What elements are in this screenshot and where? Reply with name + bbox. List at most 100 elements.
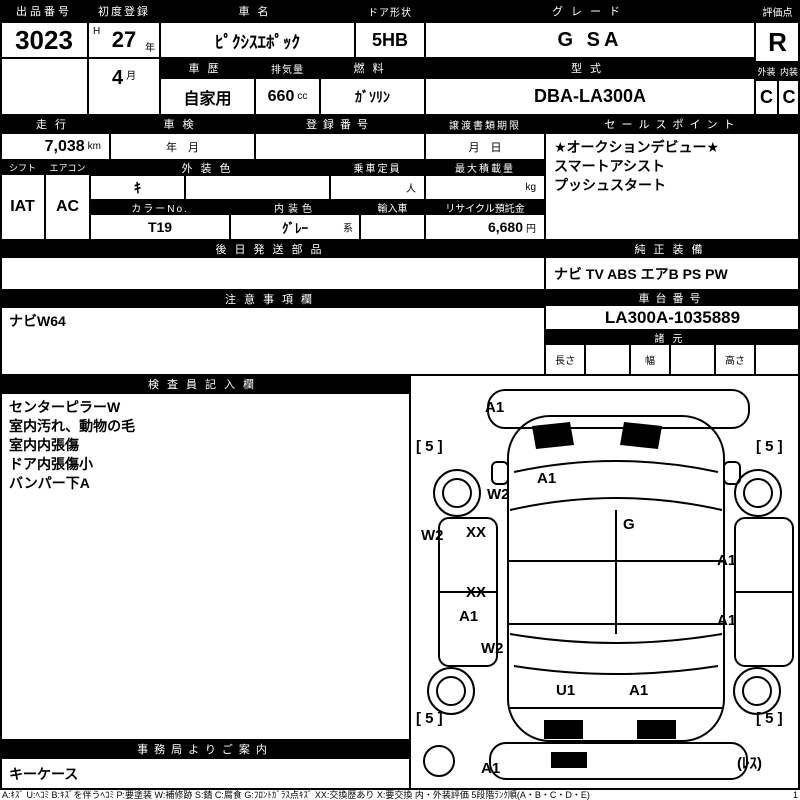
headlight-left <box>532 422 574 449</box>
diagram-marker: [ 5 ] <box>416 710 443 727</box>
fuel-label: 燃料 <box>320 58 425 78</box>
sales-point-line: ★オークションデビュー★ <box>554 139 720 155</box>
color-number-value: T19 <box>90 214 230 240</box>
diagram-marker: A1 <box>481 760 501 777</box>
spec-length-label: 長さ <box>545 344 585 375</box>
page-number: 1 <box>792 790 798 800</box>
exterior-score-label: 外装 <box>755 62 778 80</box>
tire-front-left-inner <box>442 478 472 508</box>
chassis-number-value: LA300A-1035889 <box>545 305 800 330</box>
later-shipped-parts-value <box>0 257 545 290</box>
legend-text: A:ｷｽﾞ U:ﾍｺﾐ B:ｷｽﾞを伴うﾍｺﾐ P:要塗装 W:補修跡 S:錆 … <box>2 790 590 800</box>
diagram-marker: W2 <box>421 527 444 544</box>
tire-rear-right-outer <box>733 667 781 715</box>
taillight-right <box>637 720 676 739</box>
exterior-color-extra <box>185 175 330 200</box>
inspector-note-line: バンパー下A <box>9 475 90 491</box>
transfer-deadline-value: 月 日 <box>425 133 545 160</box>
shift-value: IAT <box>0 174 45 240</box>
sales-point-line: スマートアシスト <box>554 158 666 174</box>
exterior-color-label: 外装色 <box>90 160 330 175</box>
rear-plate <box>551 752 587 768</box>
recycle-deposit-unit: 円 <box>526 223 536 235</box>
front-bumper <box>487 389 750 429</box>
first-registration-year-value: 27 <box>111 27 137 52</box>
windshield-top-line <box>513 460 719 473</box>
diagram-marker: [ 5 ] <box>756 710 783 727</box>
later-shipped-parts-label: 後日発送部品 <box>0 240 545 257</box>
tire-rear-left-outer <box>427 667 475 715</box>
lot-number-value: 3023 <box>0 22 88 58</box>
door-shape-label: ドア形状 <box>355 0 425 22</box>
aircon-value: AC <box>45 174 90 240</box>
first-registration-year: H 27 年 <box>88 22 160 58</box>
history-label: 車歴 <box>160 58 255 78</box>
exterior-color-value: ｷ <box>90 175 185 200</box>
inspector-note-line: ドア内張傷小 <box>9 456 93 472</box>
diagram-marker: W2 <box>481 640 504 657</box>
import-car-value <box>360 214 425 240</box>
diagram-marker: A1 <box>485 399 505 416</box>
inspector-note-line: 室内汚れ、動物の毛 <box>9 418 136 434</box>
first-registration-label: 初度登録 <box>88 0 160 22</box>
recycle-deposit-label: リサイクル預託金 <box>425 200 545 214</box>
year-unit: 年 <box>145 43 155 54</box>
displacement-value: 660 cc <box>255 78 320 115</box>
diagram-marker: A1 <box>459 608 479 625</box>
fuel-value: ｶﾞｿﾘﾝ <box>320 78 425 115</box>
mirror-right <box>723 461 741 485</box>
displacement-label: 排気量 <box>255 58 320 78</box>
spec-length-value <box>585 344 630 375</box>
spec-height-value <box>755 344 800 375</box>
recycle-deposit-number: 6,680 <box>487 219 523 235</box>
color-number-label: カラーNo. <box>90 200 230 214</box>
diagram-marker: [ 5 ] <box>416 438 443 455</box>
spec-width-value <box>670 344 715 375</box>
rear-window-top-line <box>509 633 723 644</box>
mileage-label: 走行 <box>0 115 110 133</box>
office-info-line: キーケース <box>9 766 79 782</box>
door-shape-value: 5HB <box>355 22 425 58</box>
car-diagram-svg <box>423 389 794 780</box>
office-info-label: 事務局よりご案内 <box>0 740 410 758</box>
diagram-marker: U1 <box>556 682 576 699</box>
spare-tire <box>423 745 455 777</box>
inspector-notes-body: センターピラーW 室内汚れ、動物の毛 室内内張傷 ドア内張傷小 バンパー下A <box>0 393 410 740</box>
genuine-equipment-value: ナビ TV ABS エアB PS PW <box>545 257 800 290</box>
sales-points-label: セールスポイント <box>545 115 800 133</box>
diagram-marker: XX <box>466 584 487 601</box>
max-load-label: 最大積載量 <box>425 160 545 175</box>
capacity-value: 人 <box>330 175 425 200</box>
caution-note-line: ナビW64 <box>9 313 66 329</box>
lot-empty-box <box>0 58 88 115</box>
diagram-marker: XX <box>466 524 487 541</box>
era-mark: H <box>93 26 101 37</box>
model-code-label: 型式 <box>425 58 755 78</box>
office-info-body: キーケース <box>0 758 410 790</box>
interior-color-label: 内装色 <box>230 200 360 214</box>
first-registration-month: 4 月 <box>88 58 160 115</box>
tire-rear-right-inner <box>742 676 772 706</box>
interior-color-name: ｸﾞﾚｰ <box>282 220 308 236</box>
displacement-number: 660 <box>267 87 295 105</box>
tire-front-right-outer <box>734 469 782 517</box>
history-value: 自家用 <box>160 78 255 115</box>
diagram-marker: (ﾚｽ) <box>737 755 762 772</box>
car-name-label: 車名 <box>160 0 355 22</box>
score-label: 評価点 <box>755 0 800 22</box>
caution-notes-label: 注意事項欄 <box>0 290 545 307</box>
interior-score-label: 内装 <box>778 62 800 80</box>
inspector-note-line: センターピラーW <box>9 399 121 415</box>
exterior-score-value: C <box>755 80 778 115</box>
diagram-marker: A1 <box>629 682 649 699</box>
transfer-deadline-label: 譲渡書類期限 <box>425 115 545 133</box>
spec-height-label: 高さ <box>715 344 755 375</box>
specs-label: 諸元 <box>545 330 800 344</box>
registration-number-value <box>255 133 425 160</box>
shaken-label: 車検 <box>110 115 255 133</box>
sales-points-body: ★オークションデビュー★ スマートアシスト プッシュスタート <box>545 133 800 240</box>
spec-width-label: 幅 <box>630 344 670 375</box>
mileage-number: 7,038 <box>44 137 85 155</box>
registration-number-label: 登録番号 <box>255 115 425 133</box>
